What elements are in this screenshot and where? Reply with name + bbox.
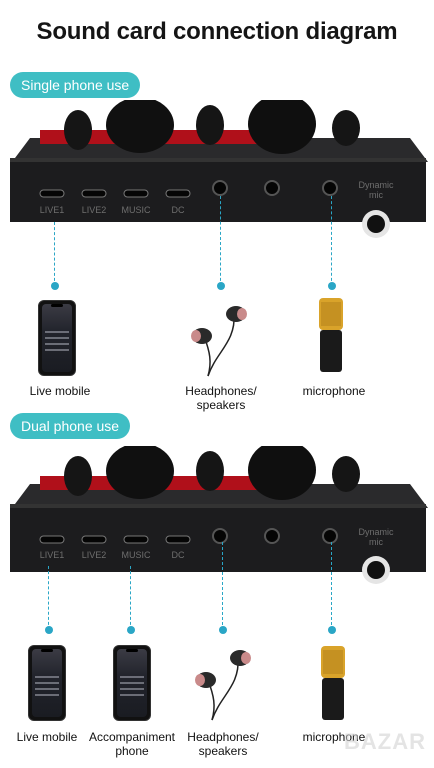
jack-label-dynamic-mic: Dynamic mic xyxy=(358,180,394,200)
section-tag-dual: Dual phone use xyxy=(10,413,131,439)
connector-dot xyxy=(51,282,59,290)
accompaniment-phone xyxy=(113,645,151,721)
item-label-headphones: Headphones/ speakers xyxy=(185,384,257,412)
section-tag-single: Single phone use xyxy=(10,72,141,98)
watermark: BAZAR xyxy=(344,729,426,754)
port-label-music: MUSIC xyxy=(121,550,151,560)
live-mobile-phone xyxy=(28,645,66,721)
item-label-accompaniment-phone: Accompaniment phone xyxy=(88,730,176,758)
connector-line xyxy=(222,542,223,630)
port-label-live1: LIVE1 xyxy=(39,205,65,215)
connector-line xyxy=(130,566,131,630)
microphone-image xyxy=(319,298,343,372)
live-mobile-phone xyxy=(38,300,76,376)
connector-line xyxy=(54,222,55,286)
sound-card-device xyxy=(10,100,428,238)
earphones-image xyxy=(195,650,251,721)
connector-line xyxy=(220,196,221,286)
microphone-image xyxy=(321,646,345,720)
connector-dot xyxy=(127,626,135,634)
connector-line xyxy=(48,566,49,630)
port-label-live1: LIVE1 xyxy=(39,550,65,560)
port-label-live2: LIVE2 xyxy=(81,550,107,560)
item-label-microphone: microphone xyxy=(302,730,366,744)
connector-dot xyxy=(328,626,336,634)
item-label-microphone: microphone xyxy=(302,384,366,398)
jack-label-dynamic-mic: Dynamic mic xyxy=(358,527,394,547)
connector-dot xyxy=(217,282,225,290)
connector-dot xyxy=(219,626,227,634)
connector-line xyxy=(331,542,332,630)
diagram-title: Sound card connection diagram xyxy=(36,18,398,45)
port-label-music: MUSIC xyxy=(121,205,151,215)
item-label-live-mobile: Live mobile xyxy=(16,730,78,744)
earphones-image xyxy=(191,306,247,377)
port-label-live2: LIVE2 xyxy=(81,205,107,215)
port-label-dc: DC xyxy=(171,550,185,560)
connector-dot xyxy=(45,626,53,634)
connector-line xyxy=(331,196,332,286)
item-label-live-mobile: Live mobile xyxy=(29,384,91,398)
item-label-headphones: Headphones/ speakers xyxy=(187,730,259,758)
sound-card-device xyxy=(10,446,428,584)
port-label-dc: DC xyxy=(171,205,185,215)
connector-dot xyxy=(328,282,336,290)
